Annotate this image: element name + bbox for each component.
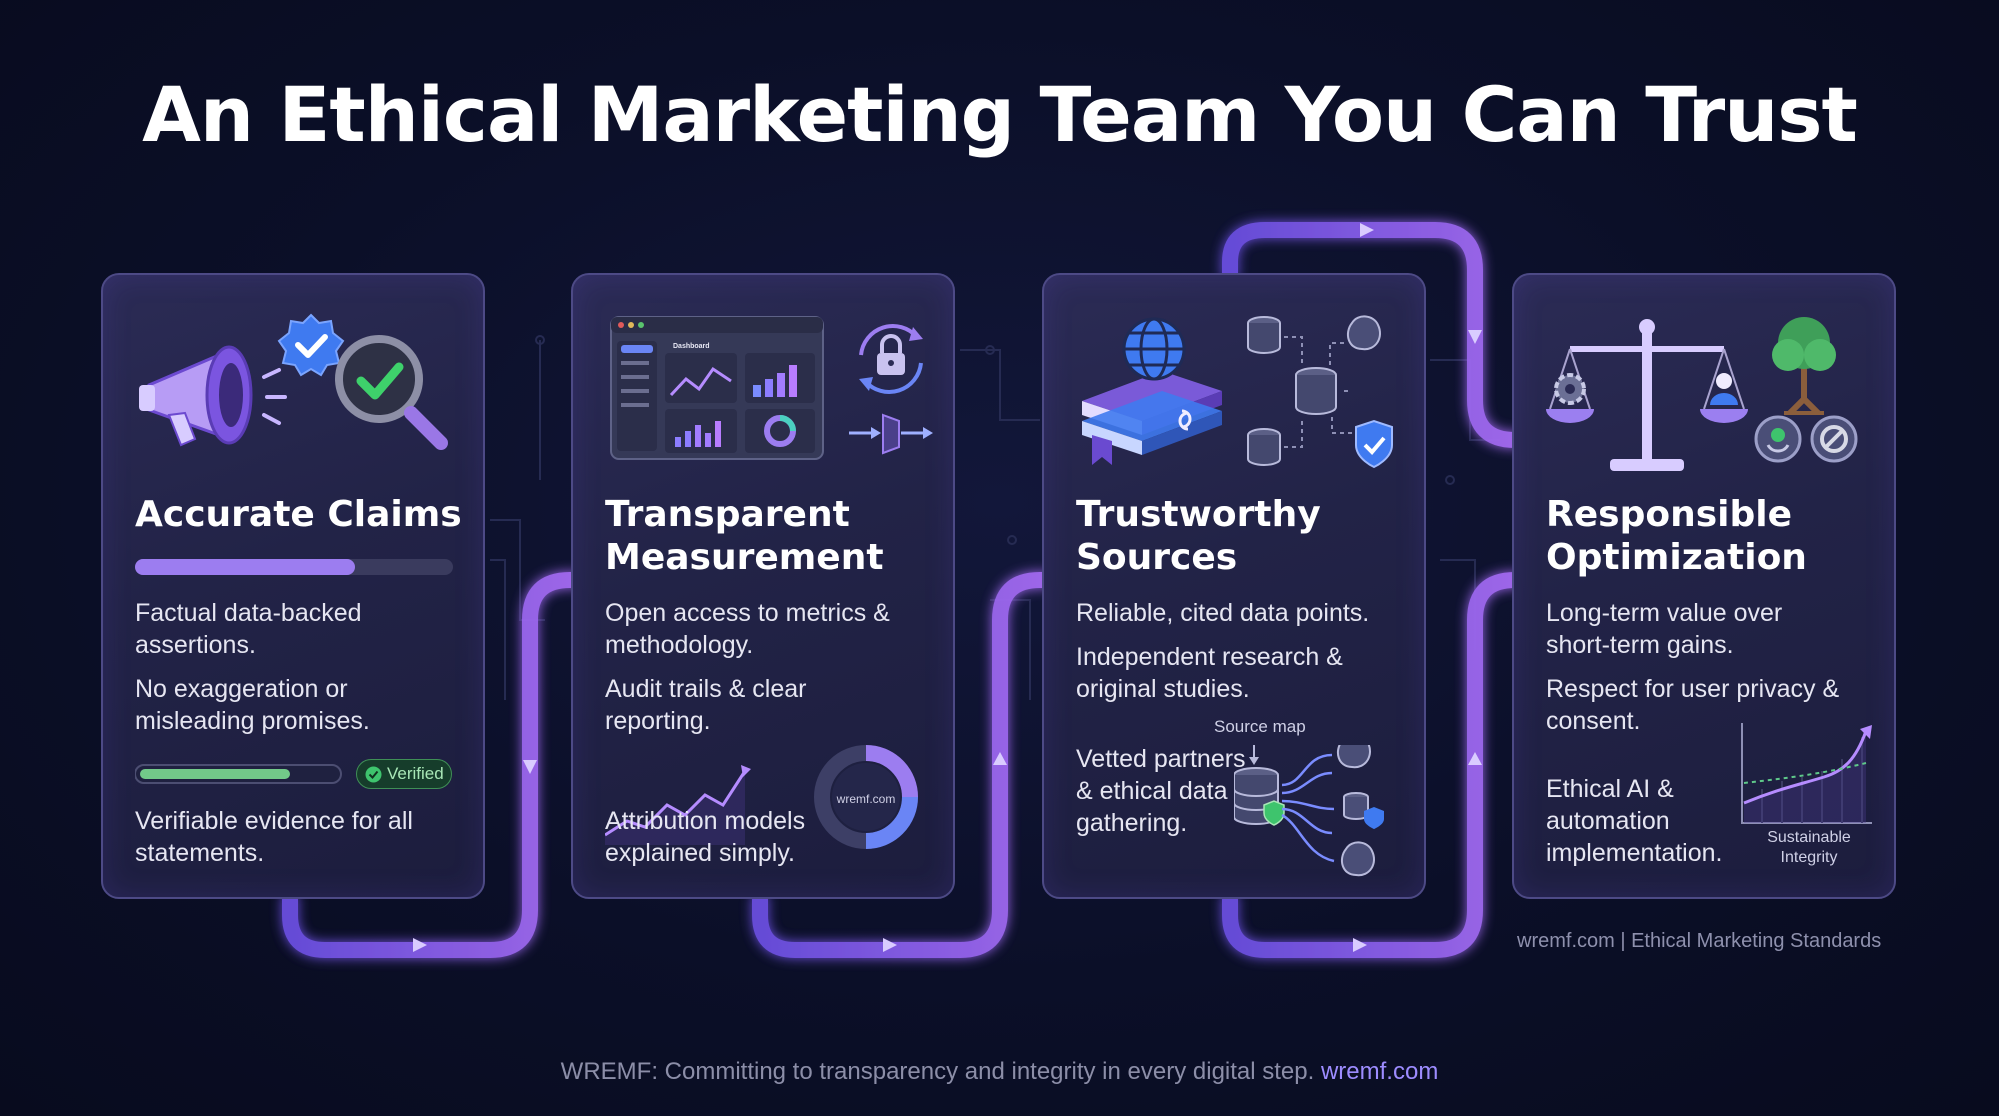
point-2: Independent research & original studies. [1076, 643, 1343, 703]
bottom-text: WREMF: Committing to transparency and in… [560, 1058, 1315, 1085]
database-network-icon [1247, 315, 1393, 469]
donut-chart-icon [814, 745, 918, 849]
point-2: Audit trails & clear reporting. [605, 675, 807, 735]
card-heading: Accurate Claims [135, 494, 462, 535]
point-2: Respect for user privacy & consent. [1546, 675, 1840, 735]
page-title: An Ethical Marketing Team You Can Trust [142, 70, 1858, 159]
source-map-label: Source map [1214, 717, 1306, 736]
card-responsible-optimization: Responsible Optimization Long-term value… [1512, 273, 1896, 899]
sources-illustration [1082, 315, 1393, 469]
balance-scale-icon [1546, 319, 1748, 471]
point-3: Attribution models explained simply. [605, 807, 806, 867]
trend-and-donut [605, 745, 918, 849]
megaphone-icon [139, 313, 448, 450]
optimization-illustration [1546, 317, 1858, 471]
bottom-tagline: WREMF: Committing to transparency and in… [0, 1058, 1999, 1086]
verified-badge: Verified [356, 759, 452, 789]
point-2: No exaggeration or misleading promises. [135, 675, 370, 735]
magnifier-check-icon [335, 335, 448, 450]
books-globe-icon [1082, 317, 1222, 465]
no-entry-icon [1810, 415, 1858, 463]
dashboard-icon [610, 316, 824, 460]
point-1: Open access to metrics & methodology. [605, 599, 890, 659]
dashboard-label: Dashboard [673, 343, 710, 350]
point-3: Vetted partners & ethical data gathering… [1076, 745, 1246, 837]
card-trustworthy-sources: Trustworthy Sources Reliable, cited data… [1042, 273, 1426, 899]
source-map-icon [1234, 745, 1384, 877]
bottom-link[interactable]: wremf.com [1320, 1058, 1439, 1085]
check-circle-icon [365, 766, 382, 783]
sustainable-integrity-label: Sustainable Integrity [1767, 829, 1851, 866]
point-1: Factual data-backed assertions. [135, 599, 362, 659]
card-accurate-claims: Accurate Claims Factual data-backed asse… [101, 273, 485, 899]
point-3: Verifiable evidence for all statements. [135, 807, 413, 867]
card-heading: Trustworthy Sources [1076, 494, 1321, 578]
point-1: Long-term value over short-term gains. [1546, 599, 1783, 659]
card-heading: Transparent Measurement [605, 494, 884, 578]
footer-note: wremf.com | Ethical Marketing Standards [1517, 930, 1882, 952]
verified-badge-icon [277, 313, 345, 377]
donut-label: wremf.com [836, 792, 896, 806]
lock-sync-icon [859, 324, 923, 394]
card-heading: Responsible Optimization [1546, 494, 1807, 578]
point-3: Ethical AI & automation implementation. [1546, 775, 1723, 867]
tree-icon [1772, 317, 1836, 416]
dashboard-illustration [610, 316, 933, 460]
point-1: Reliable, cited data points. [1076, 599, 1370, 627]
evidence-bar [135, 764, 342, 784]
accuracy-bar [135, 559, 453, 575]
leaf-hand-icon [1754, 415, 1802, 463]
growth-chart-icon [1741, 723, 1872, 824]
verified-label: Verified [387, 764, 444, 783]
shield-check-icon [1355, 419, 1393, 469]
card-transparent-measurement: Dashboard Transparent Measurement Open a… [571, 273, 955, 899]
arrow-gate-icon [849, 413, 933, 455]
